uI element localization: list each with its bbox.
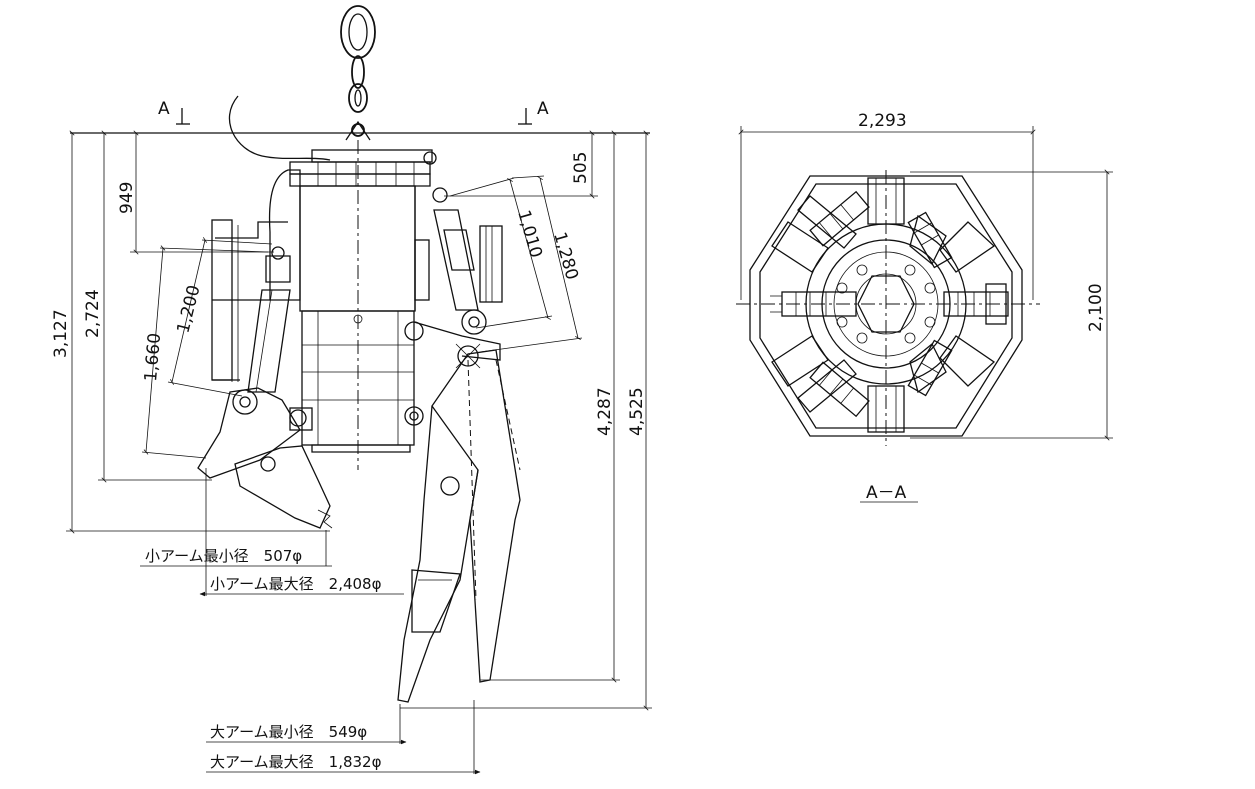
dim-2724: 2,724	[83, 289, 103, 338]
right-dimensions: 505 1,010 1,280 4,287 4,525	[400, 130, 652, 711]
radial-arms	[770, 190, 1009, 418]
small-arm-max-note: 小アーム最大径 2,408φ	[210, 575, 382, 593]
large-arm-max-note: 大アーム最大径 1,832φ	[210, 753, 382, 771]
dim-4525: 4,525	[627, 387, 647, 436]
dim-1280: 1,280	[549, 230, 582, 282]
section-view-label: A－A	[866, 483, 907, 503]
left-dimensions: 3,127 2,724 949 1,660 1,200	[51, 130, 330, 534]
outer-hex-frame	[749, 175, 1023, 437]
dim-1660: 1,660	[141, 332, 165, 382]
dim-1010: 1,010	[513, 208, 546, 260]
section-a-right: A	[537, 99, 549, 119]
arm-diameter-notes: 小アーム最小径 507φ 小アーム最大径 2,408φ 大アーム最小径 549φ…	[140, 468, 481, 775]
section-a-left: A	[158, 99, 170, 119]
main-body	[268, 140, 430, 470]
hydraulic-hose	[228, 95, 331, 161]
plan-view: 2,293 2,100	[736, 111, 1113, 503]
large-arm-min-note: 大アーム最小径 549φ	[210, 723, 367, 741]
large-arm-cylinder	[413, 187, 503, 361]
dim-4287: 4,287	[595, 387, 615, 436]
dim-1200: 1,200	[173, 283, 204, 335]
lifting-chain	[340, 5, 376, 141]
small-arm-min-note: 小アーム最小径 507φ	[145, 547, 302, 565]
section-marker: A A	[70, 99, 650, 134]
small-arm-cylinder	[247, 246, 291, 393]
left-bracket	[211, 219, 288, 382]
small-arm	[197, 387, 333, 529]
large-arm	[397, 343, 521, 703]
dim-2100: 2,100	[1086, 283, 1106, 332]
side-view: A A 3,127 2,724 949 1,660	[51, 5, 652, 775]
dim-3127: 3,127	[51, 309, 71, 358]
top-frame	[289, 149, 437, 187]
dim-2293: 2,293	[858, 111, 907, 131]
dim-949: 949	[117, 182, 137, 214]
dim-505: 505	[571, 152, 591, 184]
